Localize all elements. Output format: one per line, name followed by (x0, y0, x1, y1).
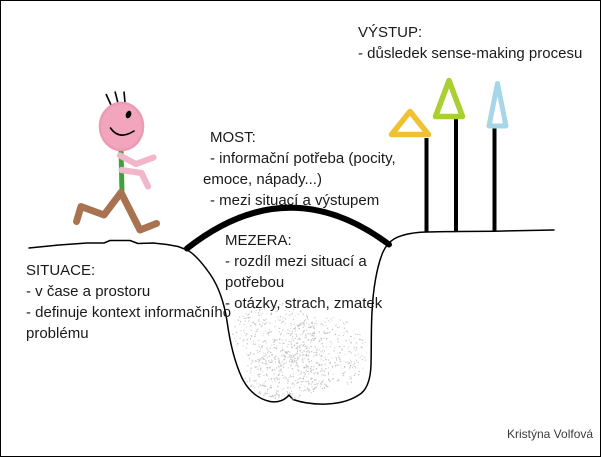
figure-head (98, 101, 145, 152)
figure-eye (125, 110, 132, 119)
goal-flag-blue-triangle-icon (486, 81, 509, 129)
figure-leg-front (117, 189, 160, 234)
mezera-line: potřebou (225, 274, 285, 291)
vystup-heading: VÝSTUP: (358, 24, 423, 41)
ground-left (28, 239, 187, 251)
bridge-arc (184, 204, 392, 252)
situace-line: problému (26, 325, 89, 342)
situace-label-block: SITUACE: - v čase a prostoru - definuje … (26, 260, 231, 344)
figure-smile (109, 127, 135, 136)
situace-line: - v čase a prostoru (26, 283, 151, 300)
goal-flag-yellow-triangle-icon (388, 108, 432, 138)
most-label-block: MOST: - informační potřeba (pocity, emoc… (203, 127, 396, 211)
figure-arm-lower (118, 166, 152, 190)
goal-flag-green-triangle-icon (432, 77, 466, 120)
gap-pit-outline (185, 229, 555, 405)
author-signature: Kristýna Volfová (507, 427, 594, 441)
most-heading: MOST: (210, 129, 256, 146)
figure-hair (105, 91, 126, 106)
situace-line: - definuje kontext informačního (26, 304, 232, 321)
goal-flags (388, 77, 509, 232)
vystup-label-block: VÝSTUP: - důsledek sense-making procesu (358, 22, 582, 64)
most-line: - mezi situací a výstupem (210, 192, 380, 209)
gap-speckle-texture (232, 302, 368, 400)
most-line: emoce, nápady...) (203, 171, 322, 188)
mezera-heading: MEZERA: (225, 232, 292, 249)
mezera-line: - otázky, strach, zmatek (225, 295, 383, 312)
running-stick-person (73, 91, 160, 234)
mezera-label-block: MEZERA: - rozdíl mezi situací a potřebou… (225, 230, 382, 314)
vystup-line: - důsledek sense-making procesu (358, 45, 583, 62)
mezera-line: - rozdíl mezi situací a (225, 253, 367, 270)
most-line: - informační potřeba (pocity, (210, 150, 396, 167)
situace-heading: SITUACE: (26, 262, 96, 279)
figure-leg-back (73, 189, 125, 225)
figure-arm-upper (116, 152, 157, 168)
